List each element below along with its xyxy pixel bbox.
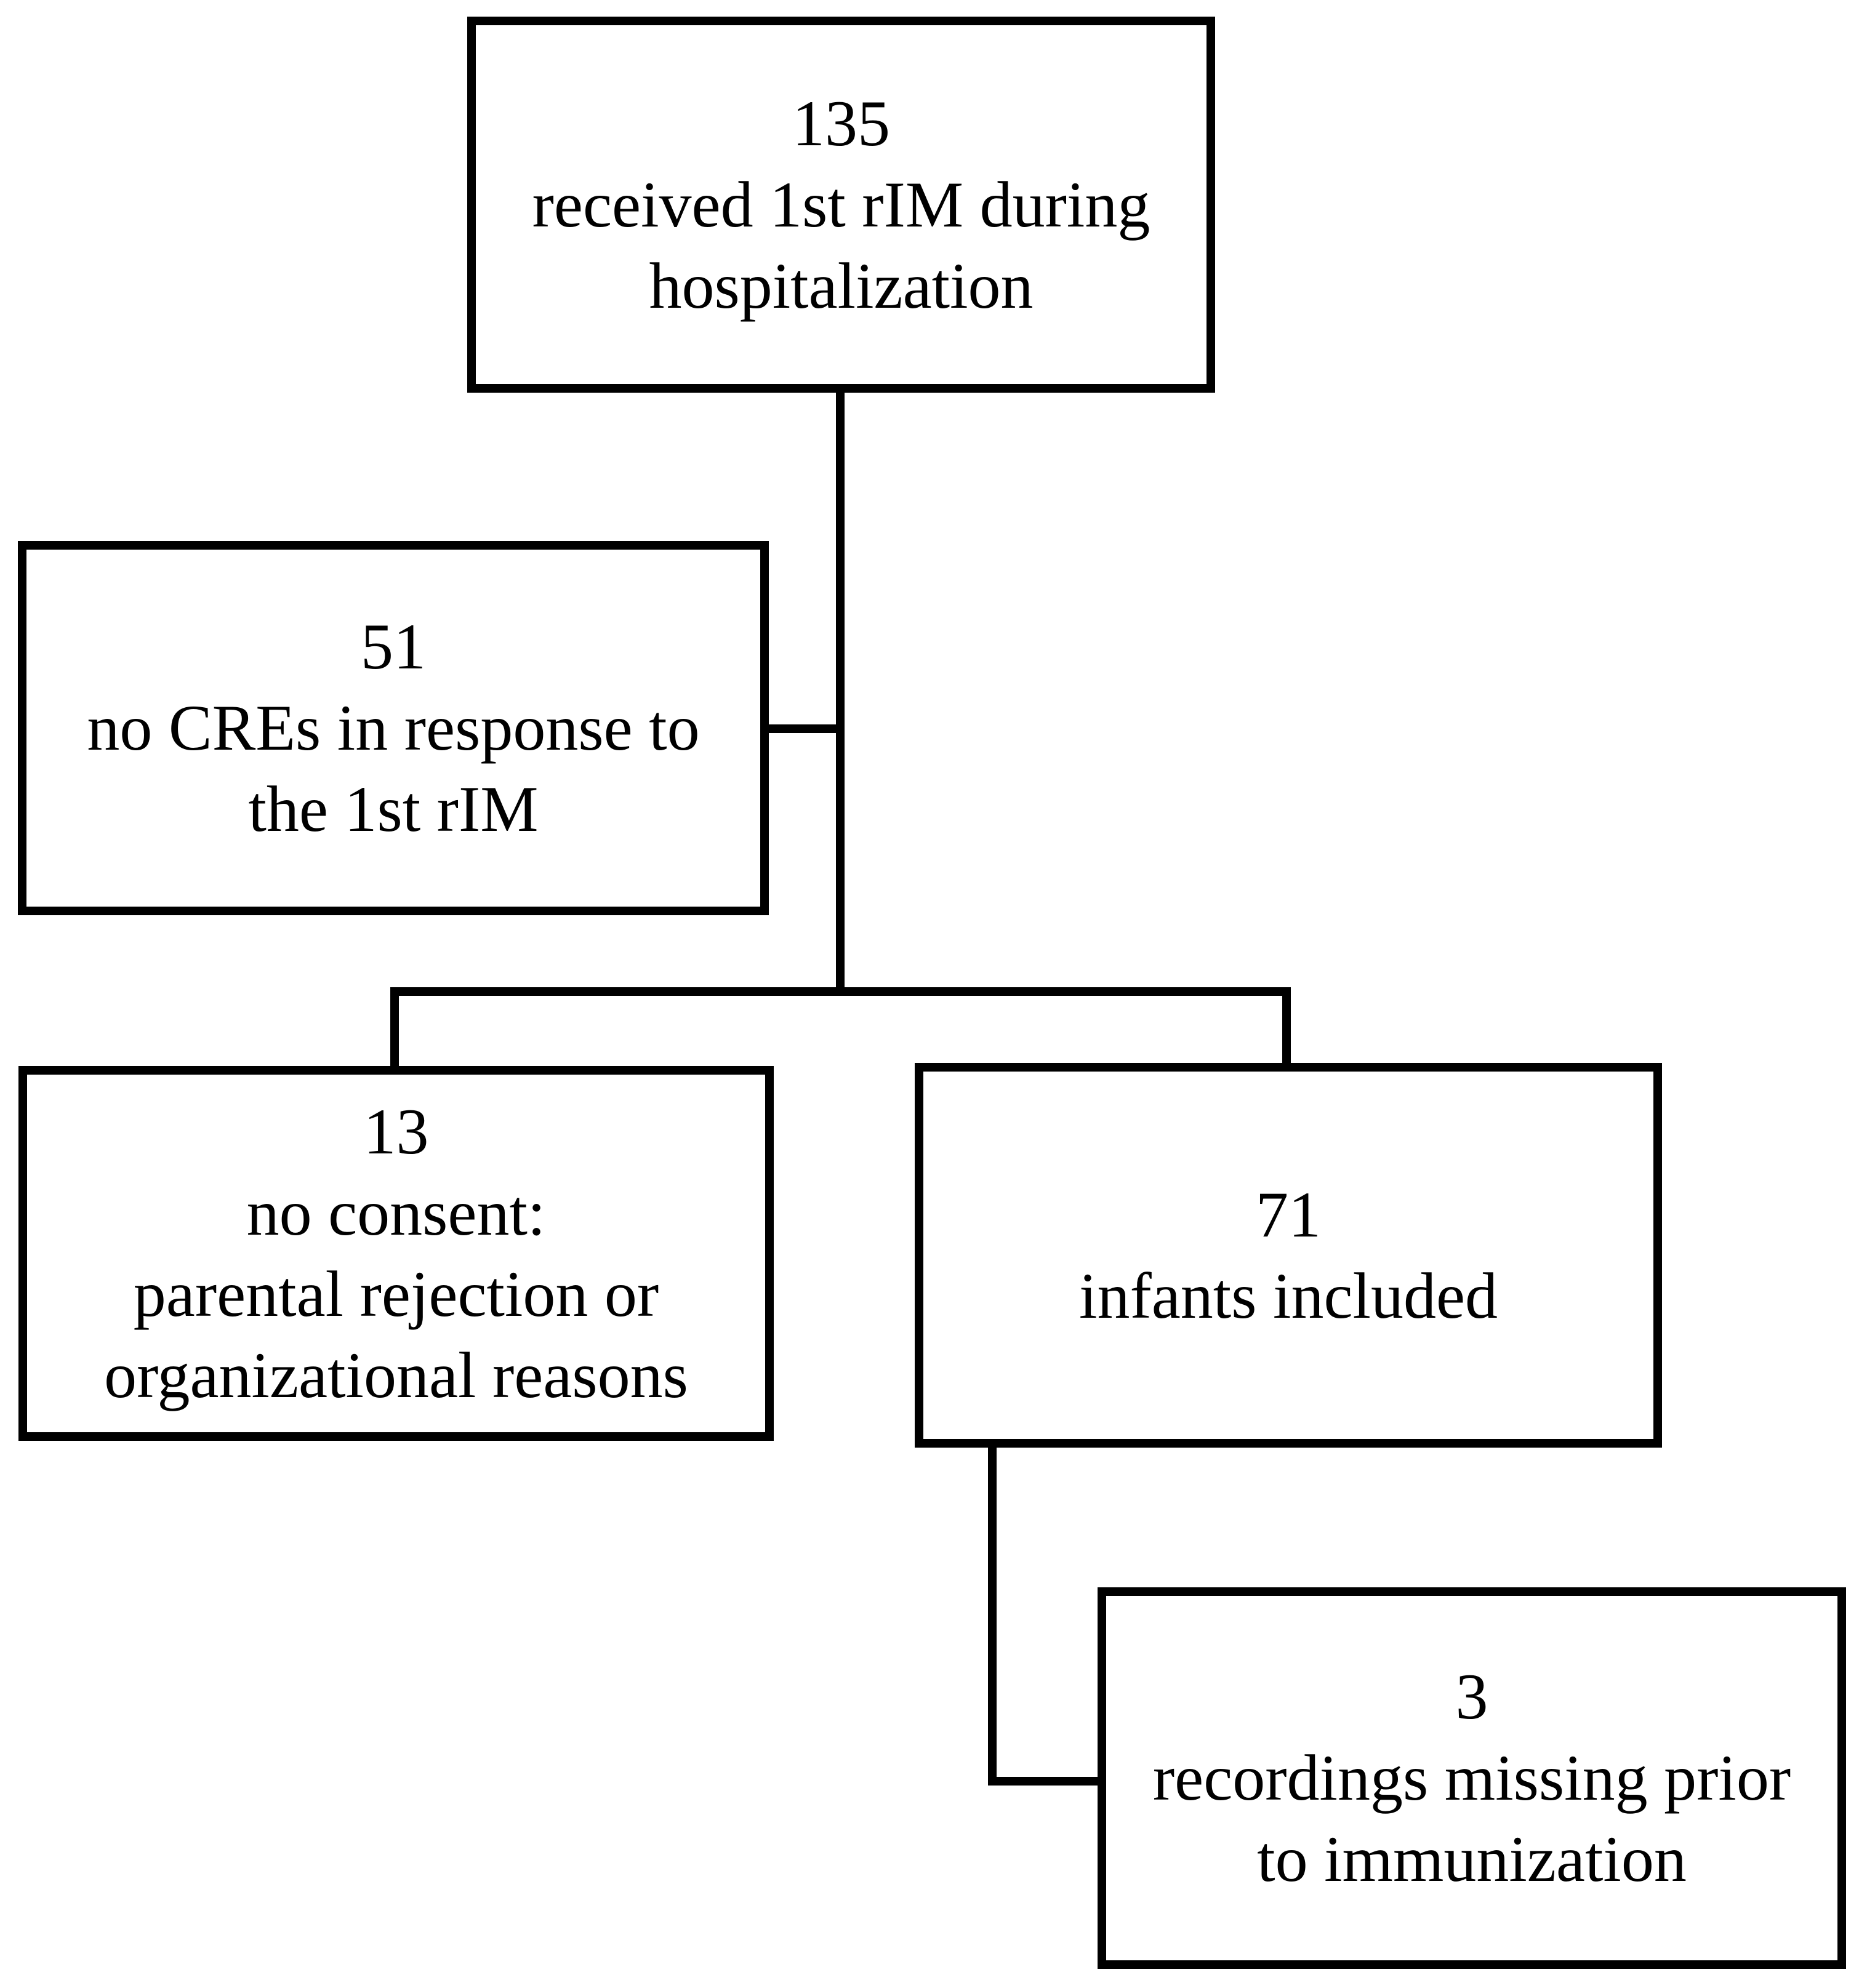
connector-top-to-branch [836, 388, 845, 996]
box-line: parental rejection or [133, 1257, 659, 1330]
box-line: to immunization [1257, 1823, 1687, 1895]
box-line: the 1st rIM [248, 773, 539, 845]
box-line: received 1st rIM during [532, 168, 1150, 241]
box-line: organizational reasons [104, 1339, 688, 1411]
box-received-rim: 135 received 1st rIM during hospitalizat… [467, 17, 1215, 393]
box-infants-included: 71 infants included [915, 1063, 1662, 1448]
connector-from-infants-included [988, 1443, 997, 1786]
connector-to-infants-included [1282, 987, 1291, 1070]
box-count: 135 [792, 87, 890, 159]
connector-no-cres-branch [763, 724, 845, 733]
box-no-cres: 51 no CREs in response to the 1st rIM [18, 541, 769, 915]
box-count: 51 [361, 611, 426, 683]
connector-branch-horizontal [390, 987, 1291, 996]
box-line: hospitalization [649, 249, 1034, 322]
box-line: no CREs in response to [87, 692, 700, 764]
connector-to-recordings-missing [988, 1777, 1105, 1786]
box-count: 71 [1256, 1178, 1321, 1251]
box-count: 13 [363, 1095, 429, 1168]
box-line: recordings missing prior [1152, 1742, 1791, 1814]
connector-to-no-consent [390, 987, 399, 1070]
box-count: 3 [1455, 1661, 1488, 1733]
box-recordings-missing: 3 recordings missing prior to immunizati… [1098, 1587, 1846, 1969]
box-line: no consent: [246, 1176, 546, 1249]
box-line: infants included [1079, 1259, 1498, 1332]
box-no-consent: 13 no consent: parental rejection or org… [18, 1066, 774, 1441]
